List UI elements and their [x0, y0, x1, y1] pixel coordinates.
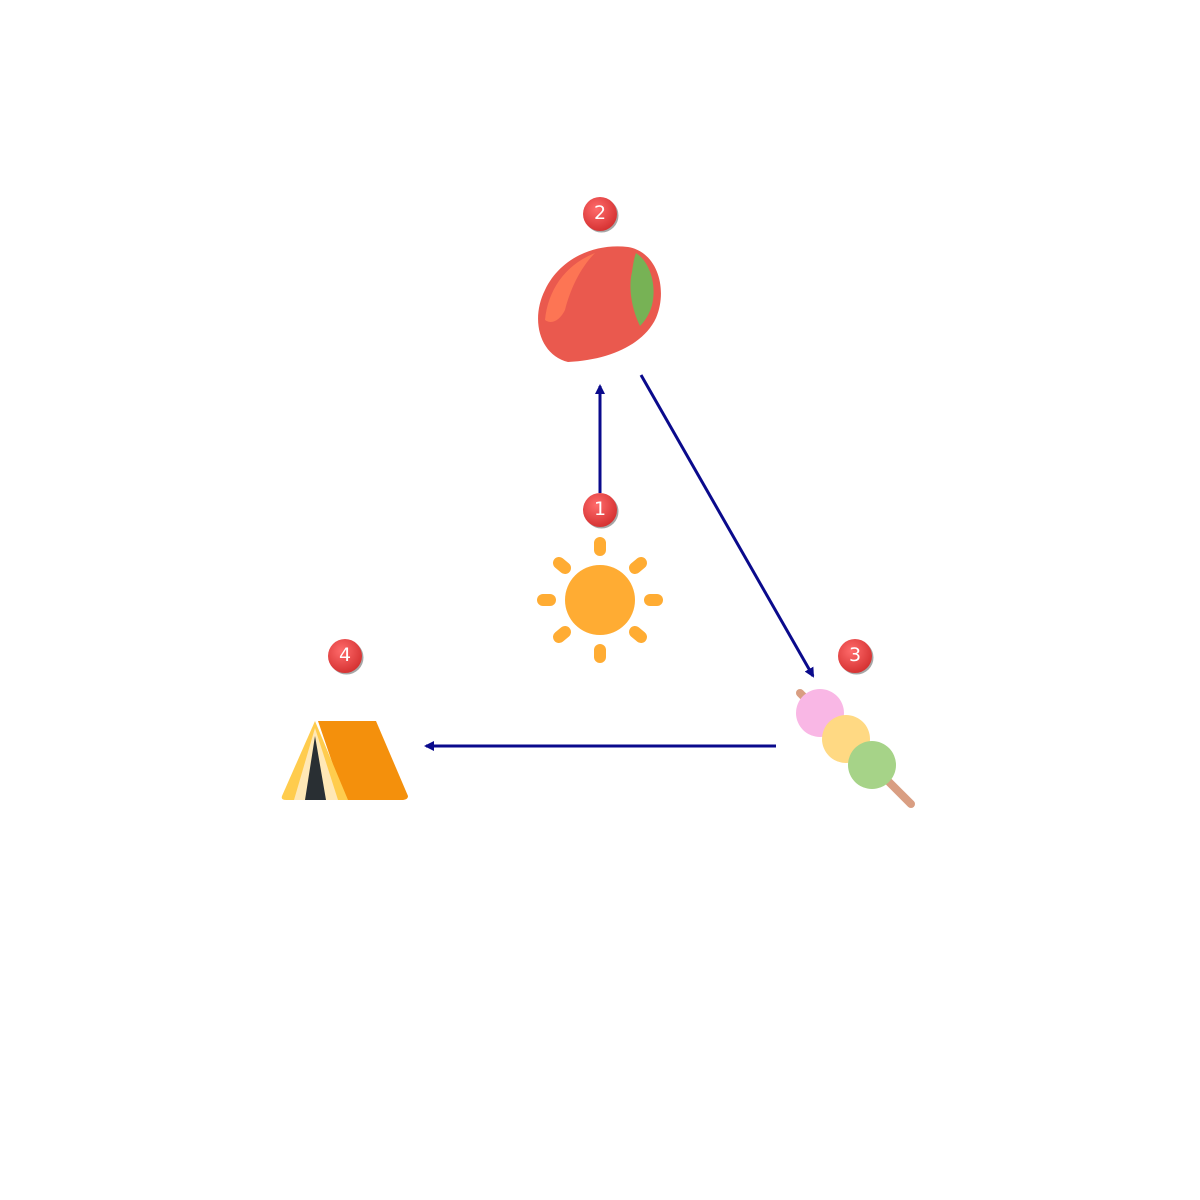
edges	[424, 374, 815, 751]
step-number: 3	[849, 644, 861, 666]
node-sun: 1	[537, 493, 663, 663]
step-number: 2	[594, 202, 606, 224]
step-badge: 1	[583, 493, 619, 529]
arrow-peach-to-dango	[639, 374, 815, 678]
tent-icon	[281, 721, 408, 800]
step-number: 4	[339, 644, 351, 666]
dango-icon	[796, 689, 915, 808]
step-badge: 3	[838, 639, 874, 675]
peach-icon	[538, 246, 661, 362]
node-dango: 3	[796, 639, 915, 808]
node-tent: 4	[281, 639, 408, 800]
step-badge: 4	[328, 639, 364, 675]
step-badge: 2	[583, 197, 619, 233]
sun-icon	[537, 537, 663, 663]
step-number: 1	[594, 498, 606, 520]
node-peach: 2	[538, 197, 661, 362]
